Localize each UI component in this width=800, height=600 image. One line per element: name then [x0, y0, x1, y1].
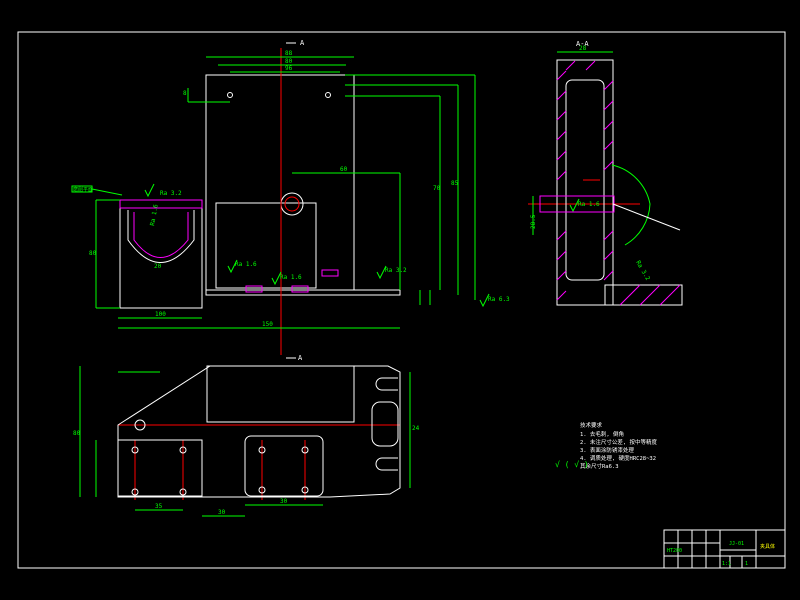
side-inner	[565, 79, 605, 281]
dim-plan-w1: 35	[155, 503, 163, 510]
plan-hole-8	[301, 486, 309, 494]
notes-item-2: 2. 未注尺寸公差, 按中等精度	[580, 438, 658, 446]
plan-hole-3	[131, 488, 139, 496]
plan-dimension-labels: 80 35 30 30 24	[73, 425, 420, 516]
left-section-top-hatch	[119, 199, 203, 209]
title-part-name: 夹具体	[760, 543, 775, 550]
roughness-r1: Ra 3.2	[160, 190, 182, 197]
notes-item-5: 其余尺寸Ra6.3	[580, 462, 619, 470]
front-view-cutout	[215, 202, 317, 289]
side-outer	[556, 59, 614, 306]
plan-pocket-left	[117, 439, 203, 497]
leader-note: 磨削平面	[71, 185, 123, 196]
front-view-step	[205, 289, 401, 296]
section-marker-bottom: A	[298, 354, 303, 362]
front-left-section	[119, 199, 203, 309]
dim-left-w: 20	[154, 263, 162, 270]
left-section-cup	[127, 210, 195, 263]
plan-pocket-right	[244, 435, 324, 497]
notes-item-1: 1. 去毛刺, 倒角	[580, 430, 624, 438]
title-sheet: 1	[745, 561, 748, 567]
dim-front-top-3: 96	[285, 65, 293, 72]
plan-hole-4	[179, 488, 187, 496]
section-markers: A A A-A	[286, 39, 589, 362]
dim-side-left: 28.5	[530, 214, 537, 229]
title-block	[663, 529, 786, 569]
notes-item-3: 3. 表面涂防锈漆处理	[580, 446, 634, 454]
dim-front-w2: 100	[155, 311, 166, 318]
front-view-body	[205, 74, 355, 291]
front-view-hole-left	[227, 92, 233, 98]
front-view-slot-3	[321, 269, 339, 277]
front-dimension-labels: 88 80 96 70 85 60 100 150 80 20 8	[89, 50, 459, 328]
side-arc	[611, 164, 651, 246]
dim-front-w1: 60	[340, 166, 348, 173]
dim-left-h: 80	[89, 250, 97, 257]
dim-front-w3: 150	[262, 321, 273, 328]
section-marker-side: A-A	[576, 40, 589, 48]
roughness-r4: Ra 3.2	[385, 267, 407, 274]
plan-right-slot	[371, 401, 399, 447]
dim-front-small: 8	[183, 90, 187, 97]
left-section-cup-inner	[133, 212, 189, 258]
side-hatch	[556, 60, 681, 306]
plan-hole-7	[258, 486, 266, 494]
title-drawing-no: JJ-01	[729, 541, 744, 547]
front-dimensions	[95, 56, 476, 329]
left-section-outline	[119, 199, 203, 309]
roughness-r3: Ra 1.6	[280, 274, 302, 281]
plan-hole-2	[179, 446, 187, 454]
front-view-hole-right	[325, 92, 331, 98]
leader-note-text: 磨削平面	[73, 186, 93, 193]
plan-hole-9	[134, 419, 146, 431]
title-material: HT200	[667, 548, 682, 554]
roughness-r8: Ra 3.2	[634, 260, 651, 283]
plan-view	[117, 365, 401, 498]
dim-plan-h: 80	[73, 430, 81, 437]
dim-front-h1: 70	[433, 185, 441, 192]
title-scale: 1:1	[722, 561, 731, 567]
front-view-slot-1	[245, 285, 263, 293]
roughness-r5: Ra 6.3	[488, 296, 510, 303]
outer-border	[17, 31, 786, 569]
front-view-slot-2	[291, 285, 309, 293]
roughness-r2: Ra 1.6	[235, 261, 257, 268]
front-view	[205, 74, 401, 296]
plan-top-slot	[206, 365, 355, 423]
dim-front-h2: 85	[451, 180, 459, 187]
plan-hole-5	[258, 446, 266, 454]
side-section-view: 28 28.5	[530, 45, 683, 306]
front-view-bore-inner	[284, 196, 300, 212]
notes-item-4: 4. 调质处理, 硬度HRC28~32	[580, 454, 656, 462]
title-block-text: JJ-01 夹具体 HT200 1:1 1	[667, 541, 775, 567]
plan-hole-6	[301, 446, 309, 454]
dim-plan-small: 24	[412, 425, 420, 432]
dim-front-top-1: 88	[285, 50, 293, 57]
centerlines	[118, 48, 640, 500]
front-view-bore-outer	[280, 192, 304, 216]
dim-front-top-2: 80	[285, 58, 293, 65]
roughness-r7: Ra 1.6	[149, 203, 160, 226]
plan-hole-1	[131, 446, 139, 454]
plan-outline	[117, 365, 401, 498]
dim-side-top: 28	[579, 45, 587, 52]
section-marker-top: A	[300, 39, 305, 47]
plan-u-bottom	[375, 457, 398, 471]
dim-plan-w3: 30	[280, 498, 288, 505]
plan-dimensions	[79, 366, 411, 517]
dim-plan-w2: 30	[218, 509, 226, 516]
global-roughness: √ ( √ )	[555, 460, 589, 469]
roughness-r6: Ra 1.6	[578, 201, 600, 208]
side-base	[604, 284, 683, 306]
technical-notes: 技术要求 1. 去毛刺, 倒角 2. 未注尺寸公差, 按中等精度 3. 表面涂防…	[555, 421, 658, 470]
plan-u-top	[375, 377, 398, 391]
notes-heading: 技术要求	[580, 421, 603, 429]
